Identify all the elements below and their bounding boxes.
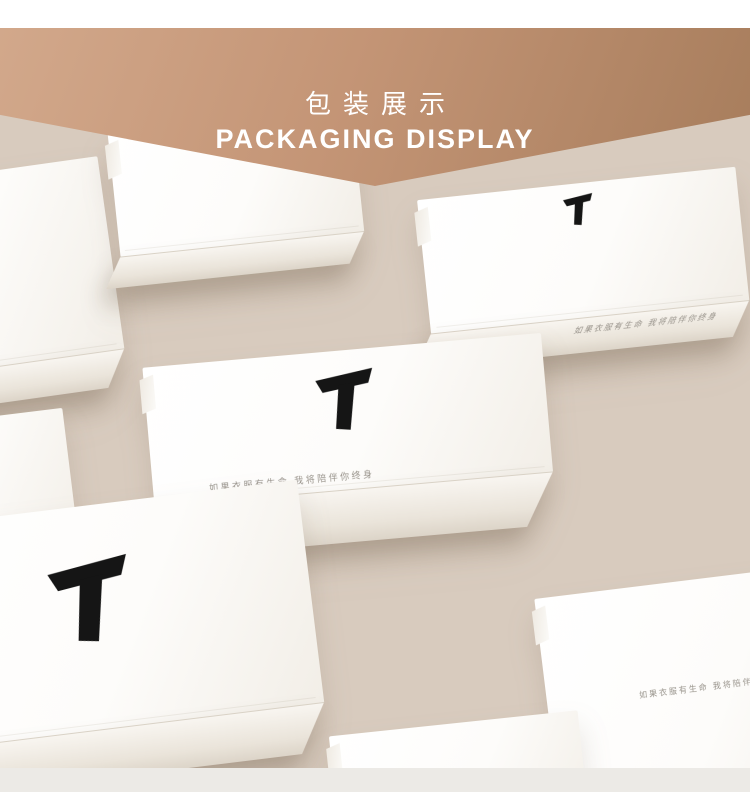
bottom-strip bbox=[0, 768, 750, 792]
box-top-face bbox=[0, 479, 325, 752]
box-top-face: 如果衣服有生命 我将陪伴你终身 bbox=[142, 332, 554, 508]
box-top-face bbox=[328, 710, 592, 768]
brand-t-logo-icon bbox=[310, 365, 382, 441]
packaging-box bbox=[328, 710, 592, 768]
section-title-cn: 包装展示 bbox=[304, 89, 457, 119]
packaging-box: 如果衣服有生命 我将陪伴你终身 bbox=[128, 332, 554, 562]
box-slogan: 如果衣服有生命 我将陪伴你终身 bbox=[638, 672, 750, 700]
brand-t-logo-icon bbox=[40, 550, 143, 657]
section-title-en: PACKAGING DISPLAY bbox=[215, 124, 535, 154]
brand-t-logo-icon bbox=[560, 192, 598, 234]
packaging-box: 如果衣服有生命 我将陪伴你终身 bbox=[414, 166, 750, 371]
packaging-box bbox=[0, 479, 325, 768]
box-top-face bbox=[417, 166, 750, 335]
packaging-box bbox=[0, 156, 125, 434]
